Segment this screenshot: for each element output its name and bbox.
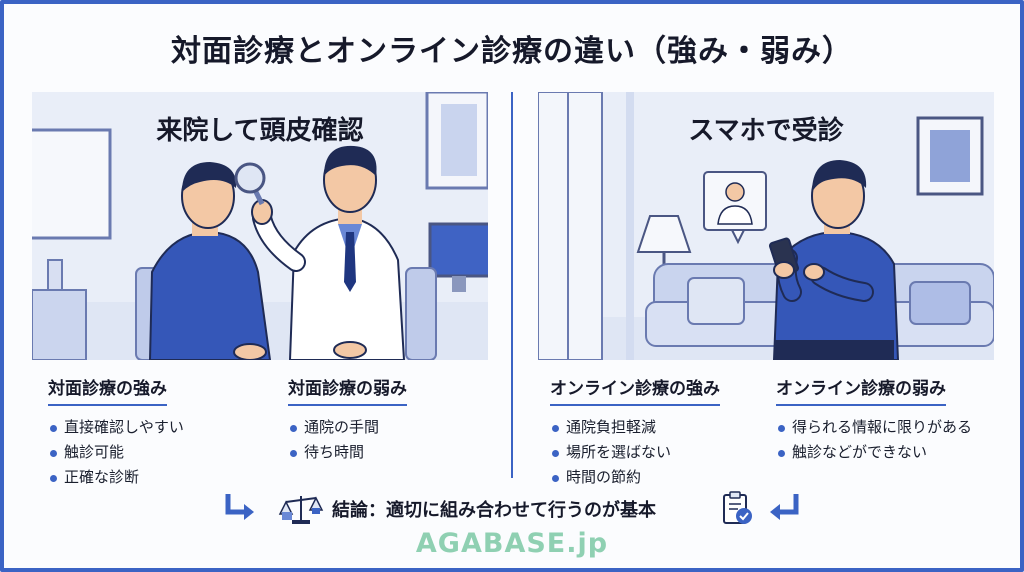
online-strengths: オンライン診療の強み 通院負担軽減 場所を選ばない 時間の節約 <box>550 374 720 490</box>
clinic-illustration <box>32 92 488 360</box>
online-scene: スマホで受診 <box>538 92 994 360</box>
in-person-weaknesses-heading: 対面診療の弱み <box>288 374 407 406</box>
in-person-strengths: 対面診療の強み 直接確認しやすい 触診可能 正確な診断 <box>48 374 184 490</box>
in-person-scene: 来院して頭皮確認 <box>32 92 488 360</box>
conclusion-text: 結論：適切に組み合わせて行うのが基本 <box>332 500 656 521</box>
list-item: 正確な診断 <box>48 465 184 490</box>
center-divider <box>511 92 513 478</box>
list-item: 待ち時間 <box>288 440 407 465</box>
conclusion-row: 結論：適切に組み合わせて行うのが基本 <box>222 488 802 528</box>
list-item: 場所を選ばない <box>550 440 720 465</box>
page-title: 対面診療とオンライン診療の違い（強み・弱み） <box>171 34 853 69</box>
scale-balance-icon <box>278 496 324 524</box>
list-item: 時間の節約 <box>550 465 720 490</box>
list-item: 得られる情報に限りがある <box>776 415 972 440</box>
arrow-down-right-icon <box>225 494 254 520</box>
list-item: 通院の手間 <box>288 415 407 440</box>
brand-logo: AGABASE.jp <box>415 528 609 559</box>
online-weaknesses-heading: オンライン診療の弱み <box>776 374 946 406</box>
clipboard-check-icon <box>723 491 752 524</box>
list-item: 通院負担軽減 <box>550 415 720 440</box>
online-weaknesses: オンライン診療の弱み 得られる情報に限りがある 触診などができない <box>776 374 972 465</box>
home-illustration <box>538 92 994 360</box>
online-caption: スマホで受診 <box>688 116 844 146</box>
list-item: 直接確認しやすい <box>48 415 184 440</box>
in-person-caption: 来院して頭皮確認 <box>156 116 364 146</box>
arrow-down-left-icon <box>770 494 799 520</box>
in-person-weaknesses: 対面診療の弱み 通院の手間 待ち時間 <box>288 374 407 465</box>
online-strengths-heading: オンライン診療の強み <box>550 374 720 406</box>
in-person-strengths-heading: 対面診療の強み <box>48 374 167 406</box>
list-item: 触診可能 <box>48 440 184 465</box>
list-item: 触診などができない <box>776 440 972 465</box>
